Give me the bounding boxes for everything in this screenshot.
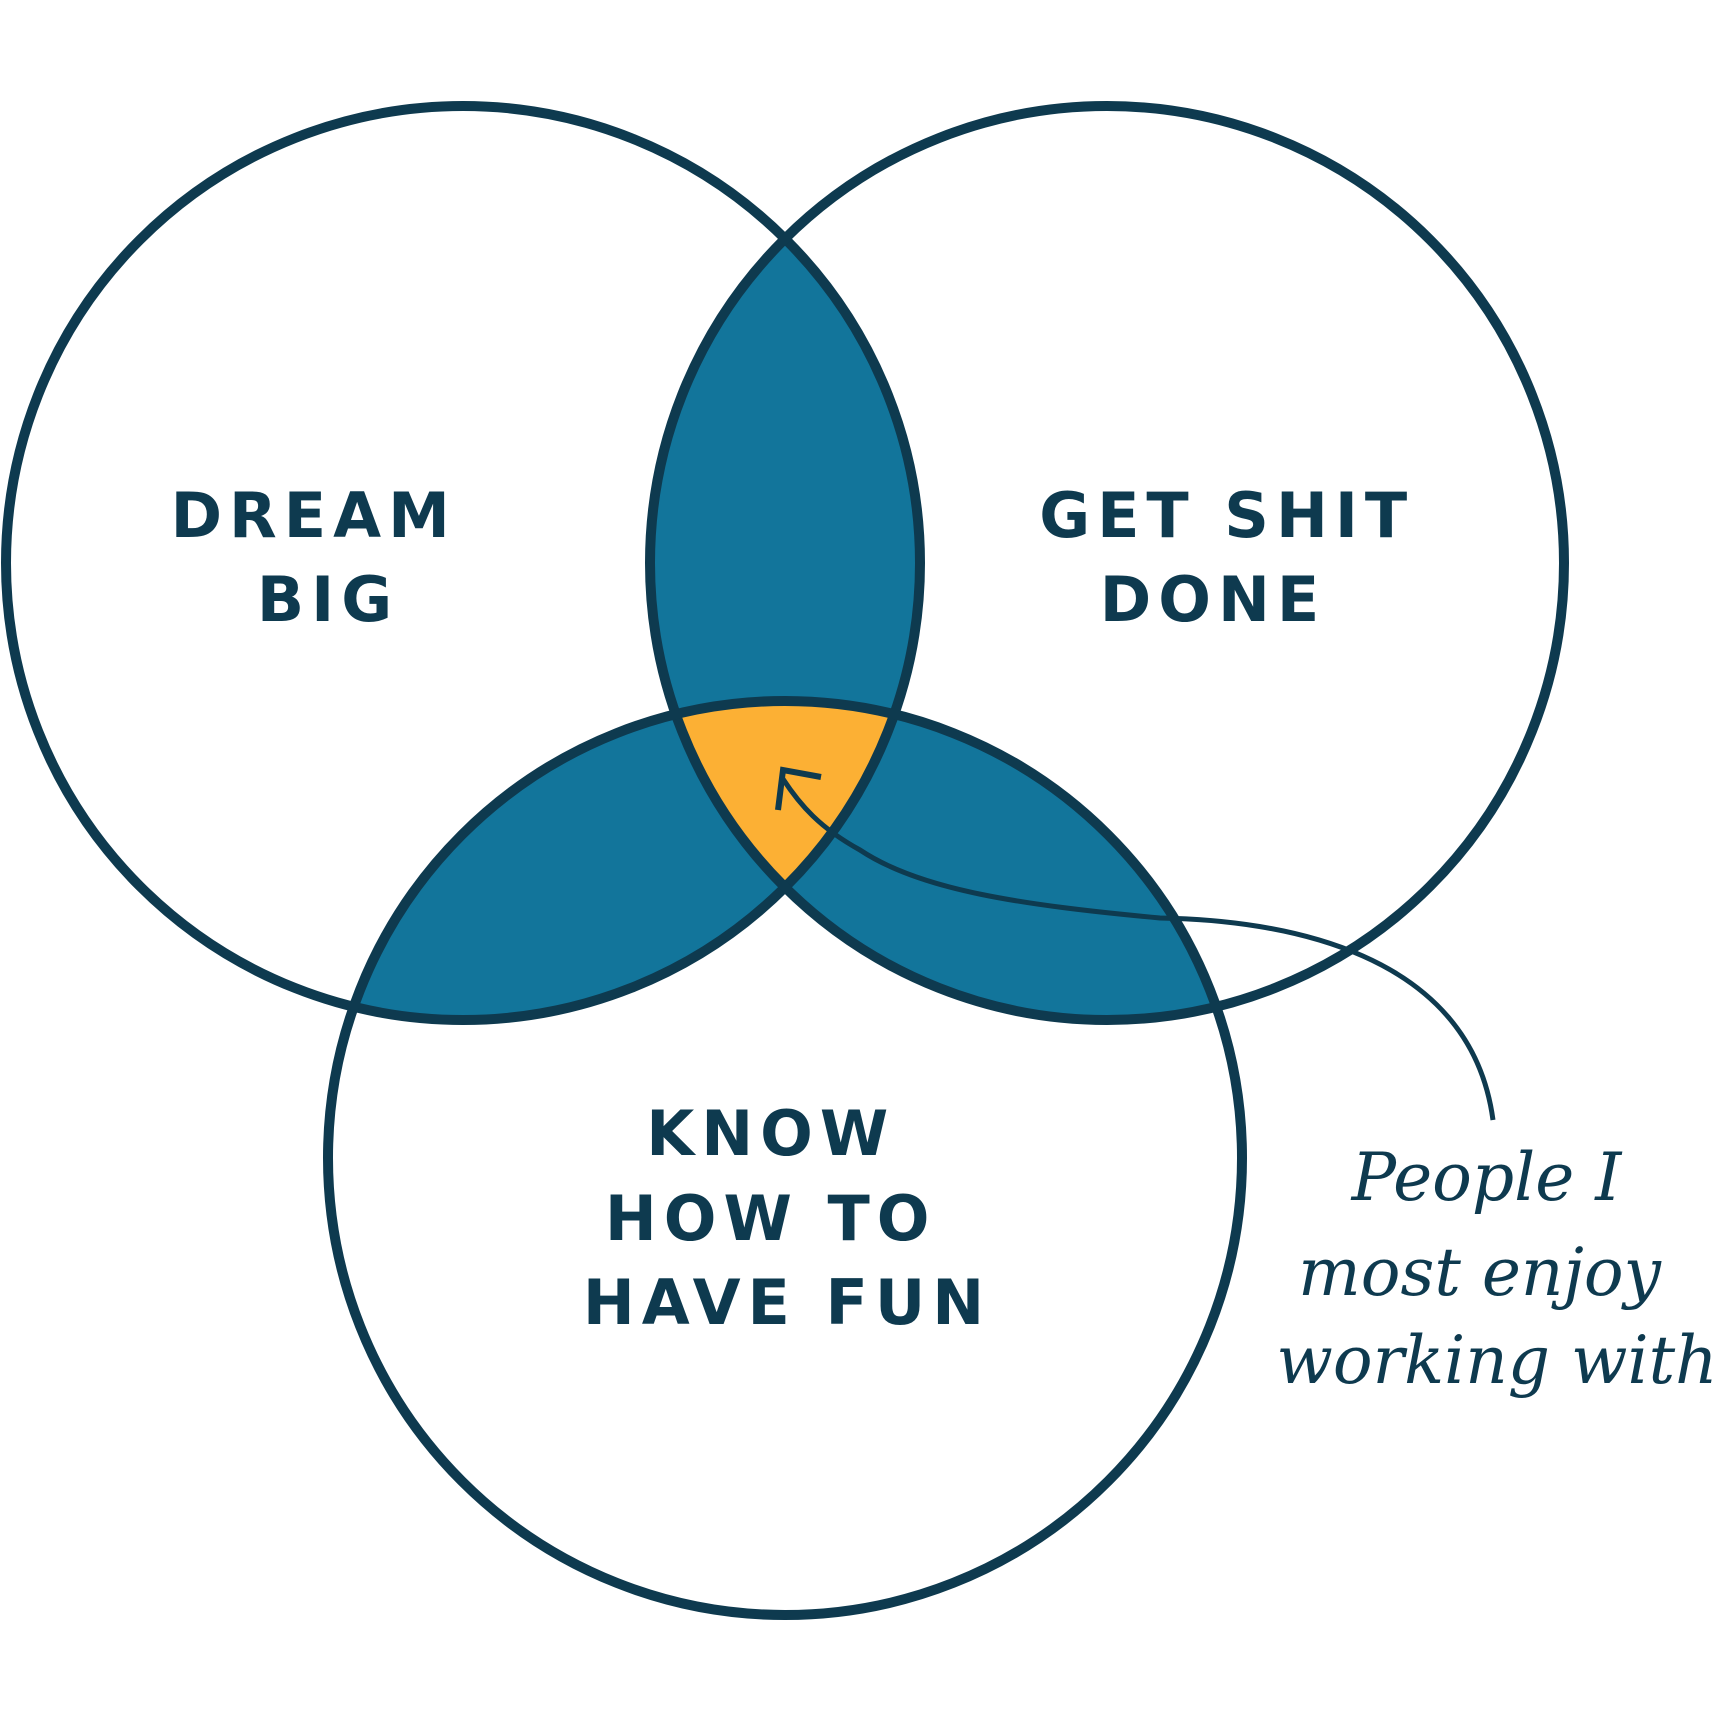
- annotation-line-1: People I: [1351, 1139, 1624, 1216]
- annotation-arrow-line: [780, 777, 1496, 1121]
- annotation-line-2: most enjoy: [1298, 1234, 1661, 1311]
- label-get-shit-done-line-1: GET SHIT: [1039, 479, 1414, 552]
- label-have-fun-line-2: HOW TO: [605, 1182, 937, 1255]
- label-have-fun: KNOW HOW TO HAVE FUN: [583, 1097, 991, 1339]
- circle-get-shit-done: [645, 101, 1569, 1025]
- label-get-shit-done: GET SHIT DONE: [1039, 479, 1443, 636]
- overlap-dream-fun: [328, 701, 920, 1020]
- annotation-line-3: working with: [1276, 1322, 1717, 1399]
- overlap-gsd-fun: [650, 701, 1242, 1020]
- label-have-fun-line-3: HAVE FUN: [583, 1266, 991, 1339]
- label-dream-big: DREAM BIG: [171, 479, 486, 636]
- annotation-text: People I most enjoy working with: [1276, 1139, 1717, 1399]
- annotation-arrowhead-icon: [775, 766, 822, 811]
- label-dream-big-line-1: DREAM: [171, 479, 457, 552]
- label-dream-big-line-2: BIG: [257, 563, 399, 636]
- label-get-shit-done-line-2: DONE: [1100, 563, 1326, 636]
- circle-dream-big: [1, 101, 925, 1025]
- label-have-fun-line-1: KNOW: [646, 1097, 895, 1170]
- circle-have-fun: [323, 696, 1247, 1620]
